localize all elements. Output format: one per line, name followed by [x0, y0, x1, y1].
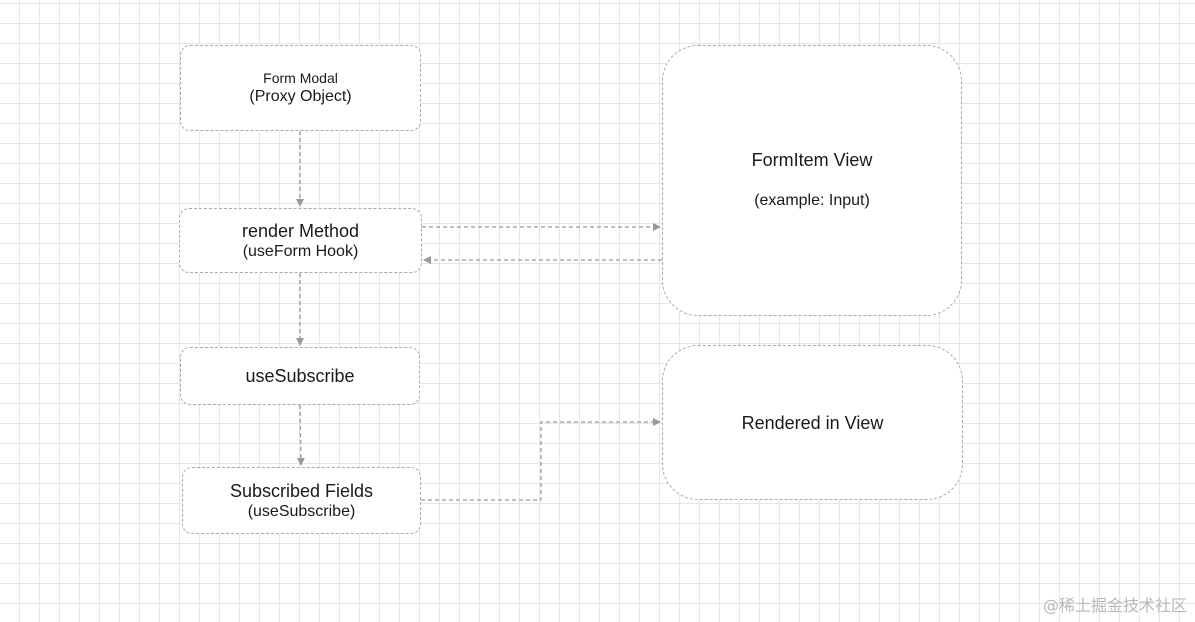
subscribed-fields-subtitle: (useSubscribe) [247, 502, 356, 520]
watermark: @稀土掘金技术社区 [1042, 596, 1187, 615]
formitem-view-title: FormItem View [751, 150, 873, 170]
use-subscribe-node[interactable]: useSubscribe [180, 347, 420, 405]
subscribed-fields-node[interactable]: Subscribed Fields (useSubscribe) [182, 467, 421, 534]
rendered-in-view-title: Rendered in View [741, 412, 884, 433]
form-modal-subtitle: (Proxy Object) [249, 88, 352, 105]
rendered-in-view-node[interactable]: Rendered in View [662, 345, 963, 500]
render-method-subtitle: (useForm Hook) [242, 242, 359, 260]
use-subscribe-title: useSubscribe [245, 366, 355, 386]
subscribed-fields-title: Subscribed Fields [229, 480, 374, 501]
formitem-view-node[interactable]: FormItem View (example: Input) [662, 45, 962, 316]
edge-use-subscribe-to-subscribed-fields [296, 404, 305, 466]
render-method-title: render Method [241, 220, 360, 241]
render-method-node[interactable]: render Method (useForm Hook) [179, 208, 422, 273]
form-modal-node[interactable]: Form Modal (Proxy Object) [180, 45, 421, 131]
form-modal-title: Form Modal [263, 70, 338, 86]
formitem-view-subtitle: (example: Input) [754, 192, 870, 209]
edge-subscribed-fields-to-rendered-in-view [421, 418, 661, 501]
